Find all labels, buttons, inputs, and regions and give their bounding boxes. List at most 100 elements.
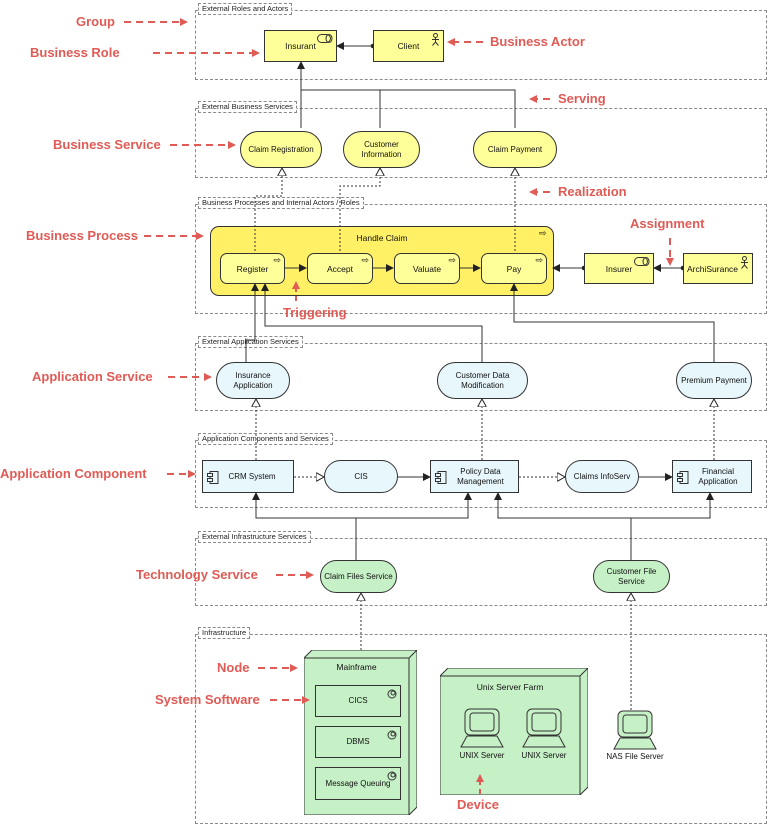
- unix-server-farm-shape: [440, 668, 588, 795]
- system-software-icon: [387, 730, 397, 740]
- group-business-processes: Business Processes and Internal Actors /…: [195, 197, 767, 314]
- annotation-serving: Serving: [558, 91, 606, 106]
- computer-icon: [522, 708, 566, 748]
- accept-label: Accept: [327, 263, 353, 274]
- annotation-assignment: Assignment: [630, 216, 705, 231]
- claim-payment-label: Claim Payment: [487, 144, 543, 154]
- group-application-services-label: External Application Services: [198, 336, 303, 348]
- annotation-business-role: Business Role: [30, 45, 120, 60]
- group-business-services: External Business Services: [195, 101, 767, 178]
- dbms-system-software[interactable]: DBMS: [315, 726, 401, 758]
- unix-server-farm-label: Unix Server Farm: [476, 682, 544, 692]
- customer-information-service[interactable]: Customer Information: [343, 131, 420, 168]
- system-software-icon: [387, 689, 397, 699]
- claims-infoserv-label: Claims InfoServ: [573, 471, 631, 481]
- annotation-business-actor: Business Actor: [490, 34, 585, 49]
- group-application-components-label: Application Components and Services: [198, 433, 333, 445]
- pay-label: Pay: [506, 263, 522, 274]
- valuate-process[interactable]: Valuate ⇨: [394, 253, 460, 284]
- annotation-group: Group: [76, 14, 115, 29]
- unix-server-device-2[interactable]: UNIX Server: [514, 708, 574, 764]
- financial-application-label: Financial Application: [698, 466, 738, 486]
- group-infrastructure-services: External Infrastructure Services: [195, 531, 767, 606]
- claim-registration-label: Claim Registration: [248, 144, 314, 154]
- computer-icon: [613, 710, 657, 750]
- actor-icon: [432, 33, 439, 46]
- message-queuing-label: Message Queuing: [325, 778, 391, 788]
- annotation-application-service: Application Service: [32, 369, 153, 384]
- annotation-application-component: Application Component: [0, 466, 147, 481]
- group-infrastructure: Infrastructure: [195, 627, 767, 824]
- component-icon: [435, 471, 447, 484]
- annotation-node: Node: [217, 660, 250, 675]
- annotation-realization: Realization: [558, 184, 627, 199]
- register-process[interactable]: Register ⇨: [220, 253, 285, 284]
- annotation-technology-service: Technology Service: [136, 567, 258, 582]
- annotation-system-software: System Software: [155, 692, 260, 707]
- insurant-role[interactable]: Insurant: [264, 30, 337, 62]
- unix-server-device-1[interactable]: UNIX Server: [452, 708, 512, 764]
- annotation-device: Device: [457, 797, 499, 812]
- annotation-triggering: Triggering: [283, 305, 347, 320]
- group-infrastructure-label: Infrastructure: [198, 627, 251, 639]
- crm-system-label: CRM System: [228, 471, 276, 481]
- message-queuing-system-software[interactable]: Message Queuing: [315, 767, 401, 800]
- handle-claim-process-icon: ⇨: [539, 228, 547, 238]
- customer-file-service-label: Customer File Service: [606, 566, 657, 586]
- client-actor[interactable]: Client: [373, 30, 444, 62]
- group-application-services: External Application Services: [195, 336, 767, 411]
- cis-service[interactable]: CIS: [324, 460, 398, 493]
- insurance-application-label: Insurance Application: [233, 370, 273, 390]
- policy-data-management-component[interactable]: Policy Data Management: [430, 460, 519, 493]
- annotation-business-service: Business Service: [53, 137, 161, 152]
- insurer-label: Insurer: [605, 263, 633, 274]
- unix-server-2-label: UNIX Server: [521, 751, 567, 760]
- register-label: Register: [236, 263, 269, 274]
- component-icon: [677, 471, 689, 484]
- claim-files-service-label: Claim Files Service: [324, 571, 393, 581]
- valuate-label: Valuate: [412, 263, 442, 274]
- customer-data-modification-service[interactable]: Customer Data Modification: [437, 362, 528, 399]
- process-arrow-icon: ⇨: [361, 255, 369, 265]
- nas-file-server-device[interactable]: NAS File Server: [598, 710, 672, 766]
- insurance-application-service[interactable]: Insurance Application: [216, 362, 290, 399]
- group-roles: External Roles and Actors: [195, 3, 767, 80]
- group-business-services-label: External Business Services: [198, 101, 297, 113]
- cics-system-software[interactable]: CICS: [315, 685, 401, 717]
- role-icon: [317, 34, 333, 43]
- cis-label: CIS: [354, 471, 368, 481]
- computer-icon: [460, 708, 504, 748]
- archisurance-actor[interactable]: ArchiSurance: [683, 253, 753, 284]
- insurant-label: Insurant: [285, 41, 316, 51]
- claim-payment-service[interactable]: Claim Payment: [473, 131, 557, 168]
- premium-payment-service[interactable]: Premium Payment: [676, 362, 752, 399]
- system-software-icon: [387, 771, 397, 781]
- unix-server-farm-node[interactable]: Unix Server Farm: [440, 668, 588, 795]
- cics-label: CICS: [348, 696, 368, 705]
- claim-files-service[interactable]: Claim Files Service: [320, 560, 397, 593]
- crm-system-component[interactable]: CRM System: [202, 460, 294, 493]
- nas-file-server-label: NAS File Server: [606, 752, 664, 761]
- unix-server-1-label: UNIX Server: [459, 751, 505, 760]
- premium-payment-label: Premium Payment: [681, 375, 747, 385]
- insurer-role[interactable]: Insurer: [584, 253, 654, 284]
- process-arrow-icon: ⇨: [535, 255, 543, 265]
- policy-data-management-label: Policy Data Management: [457, 466, 504, 486]
- pay-process[interactable]: Pay ⇨: [481, 253, 547, 284]
- claims-infoserv-service[interactable]: Claims InfoServ: [565, 460, 639, 493]
- group-business-processes-label: Business Processes and Internal Actors /…: [198, 197, 364, 209]
- client-label: Client: [397, 41, 420, 51]
- annotation-business-process: Business Process: [26, 228, 139, 243]
- accept-process[interactable]: Accept ⇨: [307, 253, 373, 284]
- group-roles-label: External Roles and Actors: [198, 3, 293, 15]
- financial-application-component[interactable]: Financial Application: [672, 460, 752, 493]
- customer-file-service[interactable]: Customer File Service: [593, 560, 670, 593]
- archisurance-label: ArchiSurance: [687, 263, 739, 274]
- group-application-components: Application Components and Services: [195, 433, 767, 508]
- claim-registration-service[interactable]: Claim Registration: [240, 131, 322, 168]
- process-arrow-icon: ⇨: [448, 255, 456, 265]
- actor-icon: [741, 256, 748, 269]
- customer-information-label: Customer Information: [361, 139, 402, 159]
- process-arrow-icon: ⇨: [273, 255, 281, 265]
